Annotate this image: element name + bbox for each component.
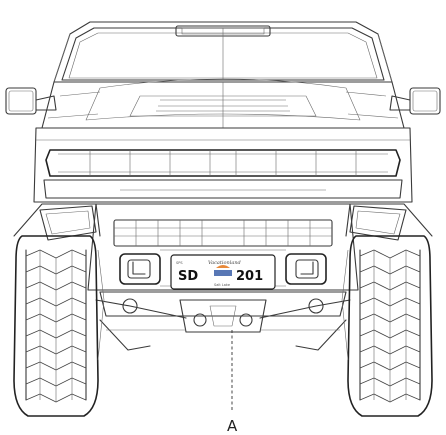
plate-sunset-icon xyxy=(216,265,230,268)
right-headlight xyxy=(349,205,407,241)
grille-slats xyxy=(89,150,357,176)
plate-header-left: SPS xyxy=(176,261,183,265)
left-tire xyxy=(13,235,99,417)
right-tire xyxy=(347,235,433,417)
hood xyxy=(41,78,405,129)
left-tow-hook xyxy=(119,253,161,285)
left-tire-tread xyxy=(25,249,87,403)
underbody xyxy=(95,291,351,351)
callout-label-a: A xyxy=(227,417,238,435)
plate-number-left: SD xyxy=(178,269,198,284)
plate-header-script: Vacationland xyxy=(208,260,241,266)
right-tow-hook xyxy=(285,253,327,285)
front-fascia xyxy=(33,127,413,203)
left-headlight xyxy=(39,205,97,241)
plate-footer: Salt Lake xyxy=(214,283,230,287)
cab xyxy=(53,21,393,83)
license-plate: SPS Vacationland SD 201 Salt Lake xyxy=(170,254,276,290)
bumper-grille xyxy=(114,220,332,246)
fenders xyxy=(13,203,433,361)
right-mirror xyxy=(389,87,441,115)
plate-number-right: 201 xyxy=(236,269,263,284)
right-tire-tread xyxy=(359,249,421,403)
left-mirror xyxy=(5,87,57,115)
